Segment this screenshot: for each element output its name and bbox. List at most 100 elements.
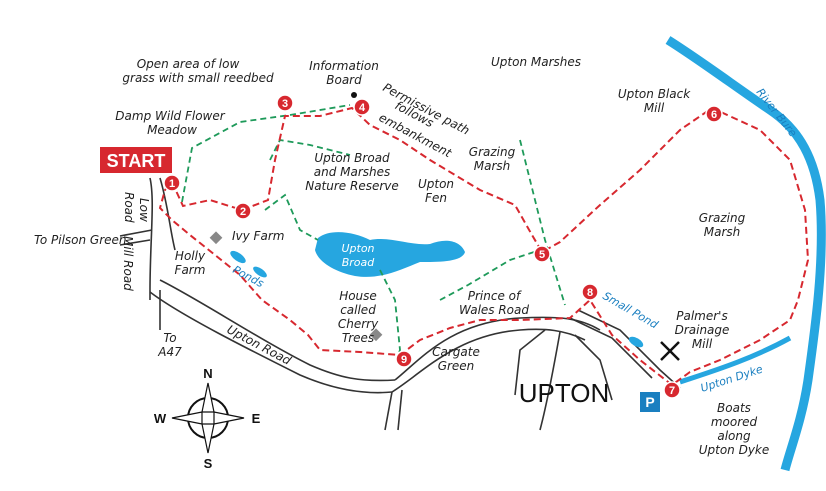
label-reserve-1: Upton Broad [314, 151, 390, 165]
label-cargate: Cargate [432, 345, 480, 359]
village-road-c [514, 329, 546, 396]
label-open-area-2: grass with small reedbed [122, 71, 274, 85]
label-upton-broad-2: Broad [342, 256, 376, 269]
label-holly-farm: Holly [175, 249, 206, 263]
parking-icon: P [640, 392, 660, 412]
mill-road-inner [119, 229, 153, 237]
compass-arrow-south [201, 423, 215, 454]
ivy-farm-building [209, 231, 223, 245]
label-prince: Prince of [468, 289, 522, 303]
compass-arrow-north [201, 382, 215, 413]
waypoint-markers: 1 2 3 4 5 6 7 8 9 [163, 94, 723, 399]
label-boats-4: Upton Dyke [699, 443, 770, 457]
label-village: UPTON [519, 378, 610, 408]
svg-text:P: P [645, 394, 654, 410]
footpath-meadow [181, 104, 351, 203]
label-upton-road: Upton Road [225, 322, 294, 368]
svg-text:9: 9 [401, 354, 407, 366]
cherry-trees-building [369, 328, 383, 342]
label-grazing-marsh-2b: Marsh [704, 225, 741, 239]
dyke-road-2 [569, 317, 653, 379]
label-mill-road: Mill Road [121, 236, 135, 291]
label-reserve-3: Nature Reserve [305, 179, 399, 193]
waypoint-4: 4 [353, 98, 371, 116]
label-upton-broad: Upton [341, 242, 374, 255]
village-road-b [574, 334, 613, 401]
label-grazing-marsh-1: Grazing [469, 145, 516, 159]
label-river-bure: River Bure [754, 86, 800, 140]
cargate-road [384, 391, 393, 431]
waypoint-5: 5 [533, 245, 551, 263]
label-low-road: Low [137, 198, 151, 222]
footpaths [181, 104, 566, 356]
village-road-a [539, 331, 561, 431]
label-black-mill-2: Mill [644, 101, 665, 115]
label-holly-farm-2: Farm [175, 263, 206, 277]
label-upton-fen: Upton [418, 177, 454, 191]
upton-dyke [679, 335, 792, 385]
compass-rose: N S E W [154, 366, 261, 471]
waypoint-3: 3 [276, 94, 294, 112]
label-boats: Boats [717, 401, 751, 415]
label-info-board: Information [309, 59, 379, 73]
label-open-area: Open area of low [137, 57, 240, 71]
compass-w: W [154, 411, 167, 426]
label-grazing-marsh-2: Grazing [699, 211, 746, 225]
label-grazing-marsh-1b: Marsh [474, 159, 511, 173]
small-pond [628, 336, 644, 348]
svg-text:2: 2 [240, 206, 246, 218]
footpath-broad-east [439, 249, 541, 301]
walk-route [158, 106, 810, 387]
label-house-2: called [340, 303, 376, 317]
svg-text:1: 1 [169, 178, 175, 190]
pond-1 [230, 250, 246, 264]
svg-text:3: 3 [282, 98, 288, 110]
svg-text:4: 4 [359, 102, 366, 114]
waypoint-7: 7 [663, 381, 681, 399]
cargate-road-2 [397, 389, 403, 431]
label-to-pilson: To Pilson Green [34, 233, 127, 247]
label-house-3: Cherry [338, 317, 379, 331]
svg-text:START: START [107, 151, 166, 171]
start-badge: START [100, 147, 172, 173]
waypoint-8: 8 [581, 283, 599, 301]
compass-arrow-east [213, 411, 245, 425]
label-low-road-2: Road [122, 192, 136, 223]
compass-e: E [252, 411, 261, 426]
compass-arrow-west [171, 411, 203, 425]
label-black-mill: Upton Black [618, 87, 691, 101]
label-info-board-2: Board [326, 73, 362, 87]
label-boats-2: moored [711, 415, 758, 429]
upton-road-top [159, 279, 396, 382]
prince-road-top [394, 316, 601, 381]
label-palmers: Palmer's [676, 309, 727, 323]
label-reserve-2: and Marshes [314, 165, 391, 179]
label-house: House [339, 289, 377, 303]
upton-road-bottom [149, 291, 393, 394]
river-bure [665, 36, 826, 472]
svg-text:7: 7 [669, 385, 675, 397]
label-upton-dyke: Upton Dyke [699, 362, 765, 394]
waypoint-2: 2 [234, 202, 252, 220]
footpath-house [379, 269, 401, 356]
label-ivy-farm: Ivy Farm [232, 229, 284, 243]
label-upton-marshes: Upton Marshes [491, 55, 581, 69]
prince-road-bottom [391, 328, 586, 393]
footpath-reserve [269, 139, 351, 161]
footpath-marsh [519, 139, 566, 306]
label-damp-meadow: Damp Wild Flower [115, 109, 225, 123]
mill-road [119, 239, 151, 246]
label-palmers-2: Drainage [675, 323, 730, 337]
label-damp-meadow-2: Meadow [147, 123, 197, 137]
compass-n: N [203, 366, 212, 381]
label-cargate-2: Green [438, 359, 475, 373]
upton-broad-lake [315, 232, 465, 277]
label-to-a47: To [163, 331, 176, 345]
waypoint-1: 1 [163, 174, 181, 192]
information-board-marker [351, 92, 357, 98]
roads [119, 177, 681, 431]
label-upton-fen-2: Fen [425, 191, 447, 205]
low-road [149, 177, 154, 300]
